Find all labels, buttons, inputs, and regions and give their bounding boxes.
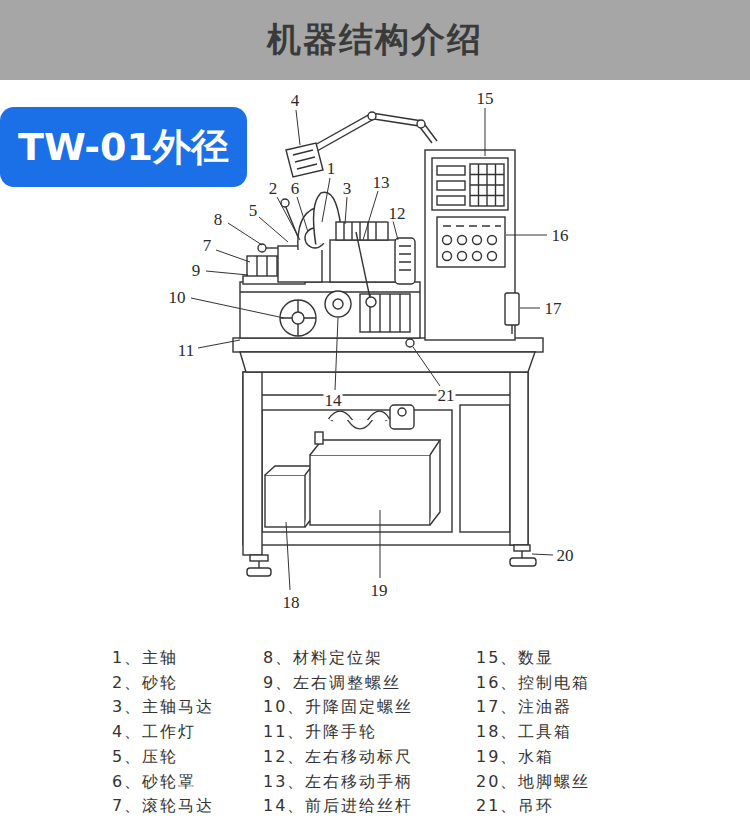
part-name: 18、工具箱 [476,722,572,742]
callout-number: 18 [282,594,301,611]
callout-number: 1 [326,160,337,177]
callout-number: 9 [191,262,202,279]
model-badge: TW-01外径 [0,107,247,187]
part-name: 12、左右移动标尺 [263,747,413,767]
callout-number: 6 [290,180,301,197]
leader-lines [191,108,553,590]
part-name: 6、砂轮罩 [112,772,196,792]
control-column [425,150,519,340]
part-name: 3、主轴马达 [112,697,214,717]
callout-number: 2 [268,180,279,197]
grinding-head [240,195,420,347]
callout-number: 12 [388,205,407,222]
part-name: 5、压轮 [112,747,178,767]
callout-number: 5 [248,202,259,219]
callout-number: 15 [476,90,495,107]
part-name: 11、升降手轮 [263,722,377,742]
callout-number: 13 [372,174,391,191]
callout-number: 19 [370,582,389,599]
callout-number: 17 [544,300,563,317]
part-name: 14、前后进给丝杆 [263,796,413,816]
part-name: 9、左右调整螺丝 [263,673,401,693]
part-name: 16、控制电箱 [476,673,590,693]
part-name: 19、水箱 [476,747,554,767]
callout-number: 16 [551,227,570,244]
callout-number: 8 [213,211,224,228]
part-name: 21、吊环 [476,796,554,816]
part-name: 2、砂轮 [112,673,178,693]
part-name: 15、数显 [476,648,554,668]
part-name: 17、注油器 [476,697,572,717]
part-name: 10、升降固定螺丝 [263,697,413,717]
part-name: 20、地脚螺丝 [476,772,590,792]
callout-number: 4 [290,92,301,109]
badge-text: TW-01外径 [18,122,229,173]
part-name: 1、主轴 [112,648,178,668]
part-name: 13、左右移动手柄 [263,772,413,792]
part-name: 4、工作灯 [112,722,196,742]
part-name: 8、材料定位架 [263,648,383,668]
page-title: 机器结构介绍 [267,17,483,63]
callout-number: 21 [437,387,456,404]
callout-number: 11 [177,342,195,359]
tool-box-and-tank [265,405,440,527]
title-band: 机器结构介绍 [0,0,750,80]
part-name: 7、滚轮马达 [112,796,214,816]
callout-number: 20 [556,547,575,564]
cabinet [233,338,543,576]
callout-number: 14 [324,392,343,409]
work-lamp [286,112,437,177]
callout-number: 10 [168,289,187,306]
callout-number: 7 [202,237,213,254]
callout-number: 3 [342,180,353,197]
